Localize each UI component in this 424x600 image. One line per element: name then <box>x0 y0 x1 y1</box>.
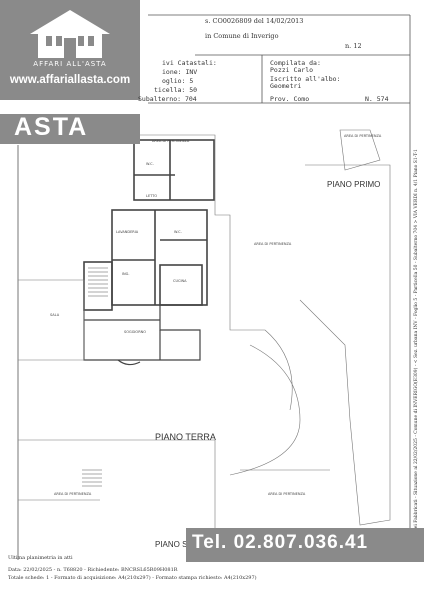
room-label: SOGGIORNO <box>124 330 146 334</box>
room-label: SALA <box>50 313 60 317</box>
site-url[interactable]: www.affariallasta.com <box>9 74 131 86</box>
room-label: AREA DI PERTINENZA <box>254 242 292 246</box>
sezione: ione: INV <box>162 68 198 76</box>
asta-banner-text: ASTA <box>14 113 89 141</box>
logo-text: AFFARI ALL'ASTA <box>33 60 107 68</box>
piano-s-label: PIANO S. <box>155 540 190 549</box>
phone-box <box>186 528 424 562</box>
room-label: LAVANDERIA <box>116 230 139 234</box>
foglio: oglio: 5 <box>162 77 194 85</box>
comune: in Comune di Inverigo <box>205 32 279 40</box>
compilata-label: Compilata da: <box>270 59 321 67</box>
particella: ticella: 50 <box>154 86 198 94</box>
provincia: Prov. Como <box>270 95 310 103</box>
room-label: AREA DI PERTINENZA <box>152 139 190 143</box>
piano-primo-label: PIANO PRIMO <box>327 180 381 189</box>
room-label: CUCINA <box>173 279 187 283</box>
subalterno: Subalterno: 704 <box>138 95 197 103</box>
house-logo-icon <box>30 10 110 58</box>
numero: N. 574 <box>365 95 389 103</box>
piano-terra-label: PIANO TERRA <box>155 432 216 442</box>
room-label: AREA DI PERTINENZA <box>344 134 382 138</box>
room-label: LETTO <box>146 194 158 198</box>
footer-line-1: Ultima planimetria in atti <box>8 555 73 561</box>
room-label: W.C. <box>174 230 182 234</box>
iscritto-label: Iscritto all'albo: <box>270 75 341 83</box>
phone-number[interactable]: Tel. 02.807.036.41 <box>192 532 369 553</box>
footer-line-3: Totale schede: 1 - Formato di acquisizio… <box>8 575 257 581</box>
room-label: AREA DI PERTINENZA <box>54 492 92 496</box>
room-label: ING. <box>122 272 130 276</box>
room-label: AREA DI PERTINENZA <box>268 492 306 496</box>
footer-line-2: Data: 22/02/2025 - n. T68820 - Richieden… <box>8 567 178 573</box>
compilata-name: Pozzi Carlo <box>270 66 314 74</box>
scheda-number: n. 12 <box>345 42 362 50</box>
side-cadastral-text: Catasto dei Fabbricati - Situazione al 2… <box>414 149 419 550</box>
asta-banner <box>0 114 140 144</box>
protocol-number: s. CO0026809 del 14/02/2013 <box>205 17 304 25</box>
iscritto-value: Geometri <box>270 82 302 90</box>
room-label: W.C. <box>146 162 154 166</box>
identificativi-label: ivi Catastali: <box>162 59 217 67</box>
